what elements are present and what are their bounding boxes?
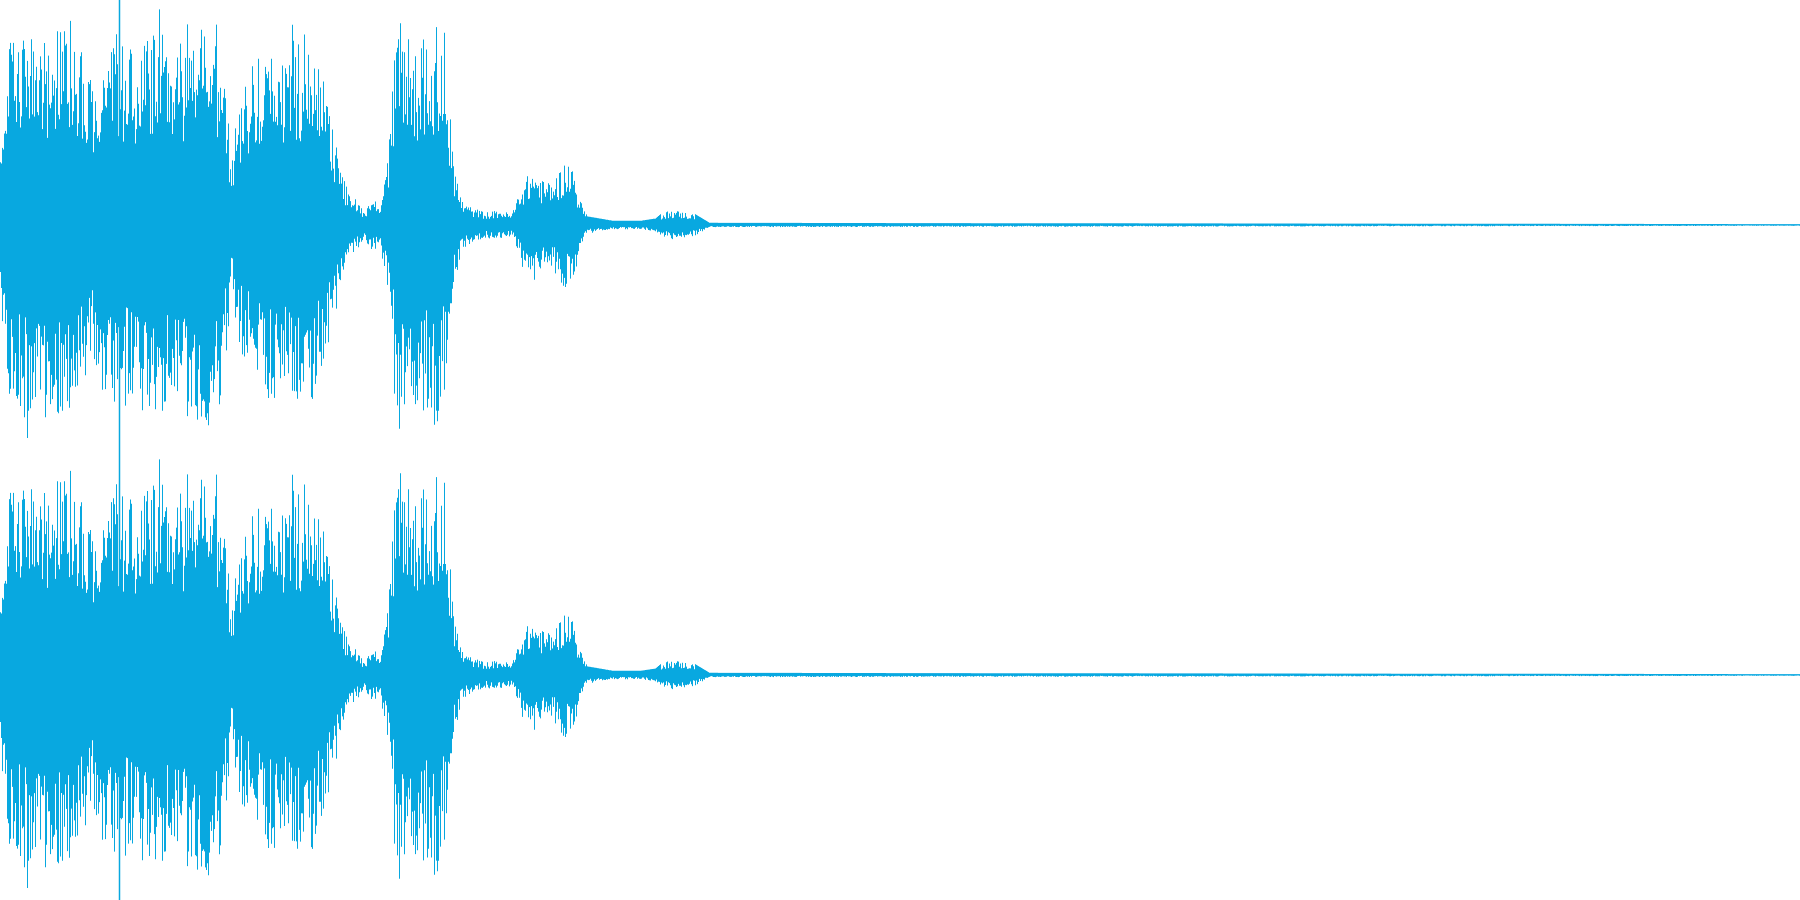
waveform-channel-2[interactable] xyxy=(0,459,1800,888)
waveform-channel-1[interactable] xyxy=(0,9,1800,438)
